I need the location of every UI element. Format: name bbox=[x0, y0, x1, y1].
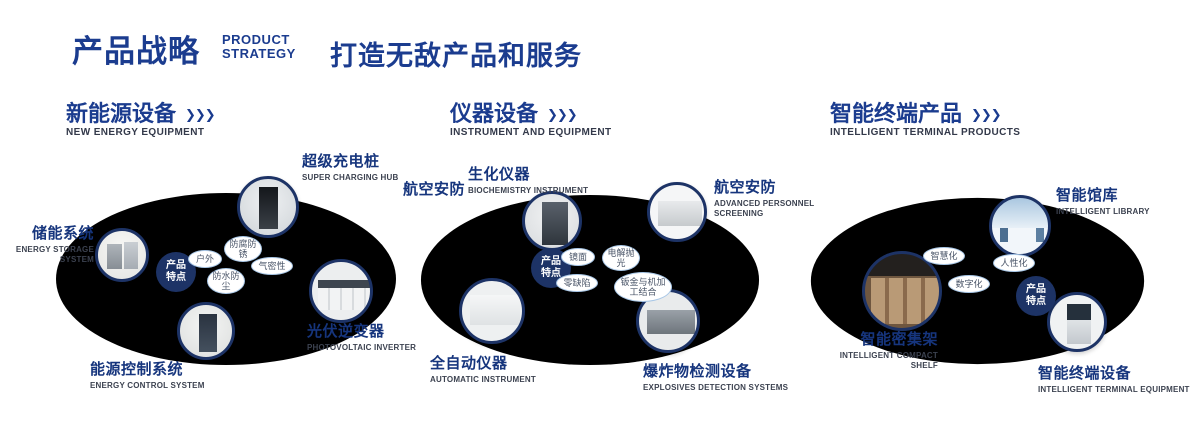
label-intelligent-library: 智能馆库 INTELLIGENT LIBRARY bbox=[1056, 184, 1166, 217]
badge-line1: 产品 bbox=[541, 256, 561, 267]
feature-bubble: 镜面 bbox=[561, 248, 595, 266]
product-name-en: PHOTOVOLTAIC INVERTER bbox=[307, 343, 417, 352]
triple-arrow-icon: ❯❯❯ bbox=[547, 107, 578, 122]
label-personnel-screening: 航空安防 ADVANCED PERSONNEL SCREENING bbox=[714, 176, 826, 219]
feature-bubble: 电解抛光 bbox=[602, 245, 640, 271]
product-name-en: INTELLIGENT LIBRARY bbox=[1056, 207, 1150, 216]
product-name-en: INTELLIGENT TERMINAL EQUIPMENT bbox=[1038, 385, 1190, 394]
page-title-en-line2: STRATEGY bbox=[222, 46, 296, 61]
product-name: 光伏逆变器 bbox=[307, 323, 385, 340]
section-subtitle-instruments: INSTRUMENT AND EQUIPMENT bbox=[450, 127, 612, 138]
badge-line2: 特点 bbox=[1026, 296, 1046, 307]
intelligent-library-photo bbox=[989, 195, 1051, 257]
badge-line1: 产品 bbox=[1026, 284, 1046, 295]
triple-arrow-icon: ❯❯❯ bbox=[185, 107, 216, 122]
label-automatic-instrument: 全自动仪器 AUTOMATIC INSTRUMENT bbox=[430, 352, 560, 385]
product-name: 智能馆库 bbox=[1056, 187, 1119, 204]
feature-bubble: 防腐防锈 bbox=[224, 236, 262, 262]
compact-shelf-photo bbox=[862, 251, 942, 331]
feature-bubble: 防水防尘 bbox=[207, 268, 245, 294]
product-name: 能源控制系统 bbox=[90, 361, 184, 378]
product-name-en: ENERGY CONTROL SYSTEM bbox=[90, 381, 205, 390]
label-photovoltaic-inverter: 光伏逆变器 PHOTOVOLTAIC INVERTER bbox=[307, 320, 432, 353]
badge-line1: 产品 bbox=[166, 260, 186, 271]
badge-line2: 特点 bbox=[541, 268, 561, 279]
label-super-charging-hub: 超级充电桩 SUPER CHARGING HUB bbox=[302, 150, 427, 183]
triple-arrow-icon: ❯❯❯ bbox=[971, 107, 1002, 122]
product-features-badge: 产品 特点 bbox=[1016, 276, 1056, 316]
product-name-en: ENERGY STORAGE SYSTEM bbox=[15, 245, 94, 264]
biochemistry-instrument-photo bbox=[522, 191, 582, 251]
product-name: 超级充电桩 bbox=[302, 153, 380, 170]
photovoltaic-inverter-photo bbox=[309, 259, 373, 323]
section-title-text: 仪器设备 bbox=[450, 101, 539, 126]
tagline: 打造无敌产品和服务 bbox=[330, 41, 582, 71]
feature-bubble: 零缺陷 bbox=[556, 274, 598, 292]
section-title-new-energy: 新能源设备 ❯❯❯ bbox=[66, 96, 216, 128]
section-subtitle-new-energy: NEW ENERGY EQUIPMENT bbox=[66, 127, 205, 138]
feature-bubble: 户外 bbox=[188, 250, 222, 268]
section-subtitle-intelligent-terminals: INTELLIGENT TERMINAL PRODUCTS bbox=[830, 127, 1021, 138]
product-name: 生化仪器 bbox=[468, 166, 531, 183]
energy-storage-photo bbox=[95, 228, 149, 282]
energy-control-photo bbox=[177, 302, 235, 360]
product-name: 智能密集架 bbox=[860, 331, 938, 348]
product-name: 智能终端设备 bbox=[1038, 365, 1132, 382]
section-title-text: 智能终端产品 bbox=[830, 101, 963, 126]
product-name-en: BIOCHEMISTRY INSTRUMENT bbox=[468, 186, 589, 195]
super-charging-hub-photo bbox=[237, 176, 299, 238]
section-title-instruments: 仪器设备 ❯❯❯ bbox=[450, 96, 578, 128]
personnel-screening-photo bbox=[647, 182, 707, 242]
section-title-intelligent-terminals: 智能终端产品 ❯❯❯ bbox=[830, 96, 1002, 128]
page-title: 产品战略 bbox=[72, 34, 200, 69]
product-name: 储能系统 bbox=[31, 225, 94, 242]
label-explosives-detection: 爆炸物检测设备 EXPLOSIVES DETECTION SYSTEMS bbox=[643, 360, 798, 393]
section-title-text: 新能源设备 bbox=[66, 101, 177, 126]
terminal-equipment-photo bbox=[1047, 292, 1107, 352]
automatic-instrument-photo bbox=[459, 278, 525, 344]
label-terminal-equipment: 智能终端设备 INTELLIGENT TERMINAL EQUIPMENT bbox=[1038, 362, 1193, 395]
product-name-en: SUPER CHARGING HUB bbox=[302, 173, 399, 182]
feature-bubble: 气密性 bbox=[251, 257, 293, 275]
label-compact-shelf: 智能密集架 INTELLIGENT COMPACT SHELF bbox=[828, 328, 938, 371]
product-name-en: EXPLOSIVES DETECTION SYSTEMS bbox=[643, 383, 789, 392]
feature-bubble: 人性化 bbox=[993, 254, 1035, 272]
feature-bubble: 数字化 bbox=[948, 275, 990, 293]
product-name: 爆炸物检测设备 bbox=[643, 363, 752, 380]
page-title-en-line1: PRODUCT bbox=[222, 32, 290, 47]
label-biochemistry-instrument: 生化仪器 BIOCHEMISTRY INSTRUMENT bbox=[468, 163, 598, 196]
label-aviation-security: 航空安防 bbox=[403, 181, 466, 198]
feature-bubble: 智慧化 bbox=[923, 247, 965, 265]
badge-line2: 特点 bbox=[166, 272, 186, 283]
product-name: 全自动仪器 bbox=[430, 355, 508, 372]
label-energy-storage: 储能系统 ENERGY STORAGE SYSTEM bbox=[4, 222, 94, 265]
product-name-en: AUTOMATIC INSTRUMENT bbox=[430, 375, 536, 384]
label-energy-control: 能源控制系统 ENERGY CONTROL SYSTEM bbox=[90, 358, 225, 391]
page-title-en: PRODUCT STRATEGY bbox=[222, 33, 296, 61]
product-name-en: ADVANCED PERSONNEL SCREENING bbox=[714, 199, 815, 218]
feature-bubble: 钣金与机加工结合 bbox=[614, 272, 672, 302]
product-name: 航空安防 bbox=[714, 179, 777, 196]
product-name-en: INTELLIGENT COMPACT SHELF bbox=[839, 351, 938, 370]
